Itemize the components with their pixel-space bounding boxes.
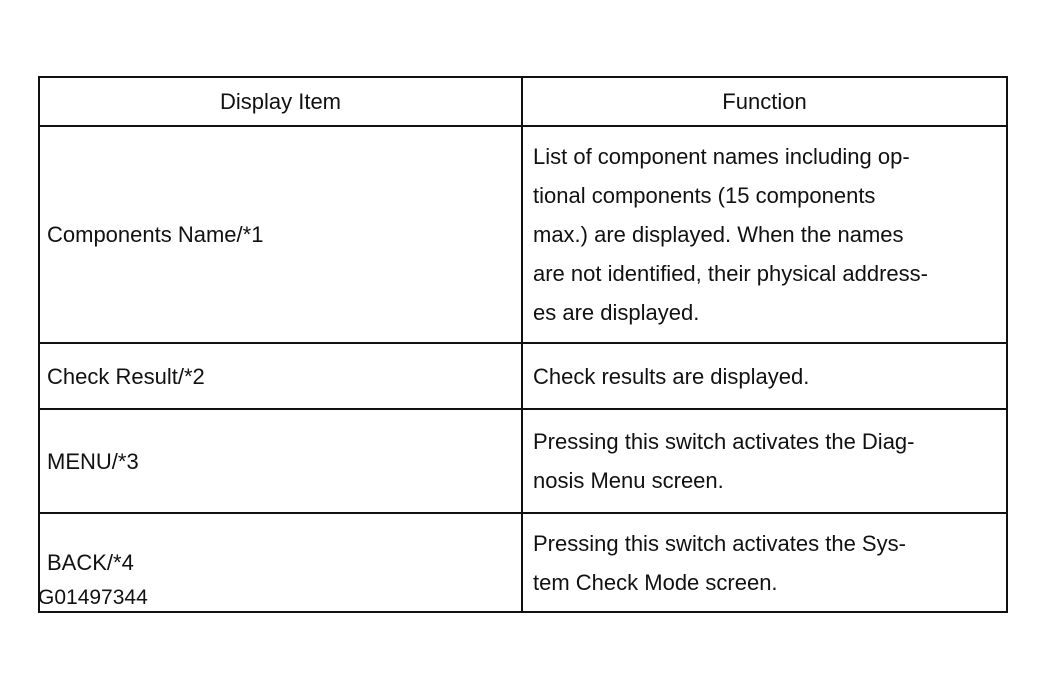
table-row: MENU/*3 Pressing this switch activates t… — [38, 408, 1008, 514]
function-text-line: tem Check Mode screen. — [533, 569, 778, 595]
function-text-line: Pressing this switch activates the Diag- — [533, 429, 915, 454]
header-function: Function — [521, 76, 1008, 127]
function-text-line: tional components (15 components — [533, 183, 876, 208]
display-item-table: Display Item Function Components Name/*1… — [38, 76, 1008, 613]
function-cell: Pressing this switch activates the Sys- … — [521, 512, 1008, 613]
function-text-line: es are displayed. — [533, 300, 700, 325]
display-item-cell: MENU/*3 — [38, 408, 523, 514]
display-item-cell: Components Name/*1 — [38, 125, 523, 344]
function-text-line: max.) are displayed. When the names — [533, 222, 904, 247]
display-item-cell: Check Result/*2 — [38, 342, 523, 410]
function-text-line: are not identified, their physical addre… — [533, 261, 928, 286]
table-header-row: Display Item Function — [38, 76, 1008, 127]
function-text-line: List of component names including op- — [533, 144, 910, 169]
function-text-line: Check results are displayed. — [533, 363, 810, 389]
function-cell: List of component names including op- ti… — [521, 125, 1008, 344]
function-cell: Check results are displayed. — [521, 342, 1008, 410]
header-display-item: Display Item — [38, 76, 523, 127]
table-row: Components Name/*1 List of component nam… — [38, 125, 1008, 344]
function-text-line: Pressing this switch activates the Sys- — [533, 530, 906, 556]
figure-id: G01497344 — [38, 586, 148, 609]
table-row: Check Result/*2 Check results are displa… — [38, 342, 1008, 410]
table-row: BACK/*4 Pressing this switch activates t… — [38, 512, 1008, 613]
function-cell: Pressing this switch activates the Diag-… — [521, 408, 1008, 514]
display-item-cell: BACK/*4 — [38, 512, 523, 613]
function-text-line: nosis Menu screen. — [533, 468, 724, 493]
